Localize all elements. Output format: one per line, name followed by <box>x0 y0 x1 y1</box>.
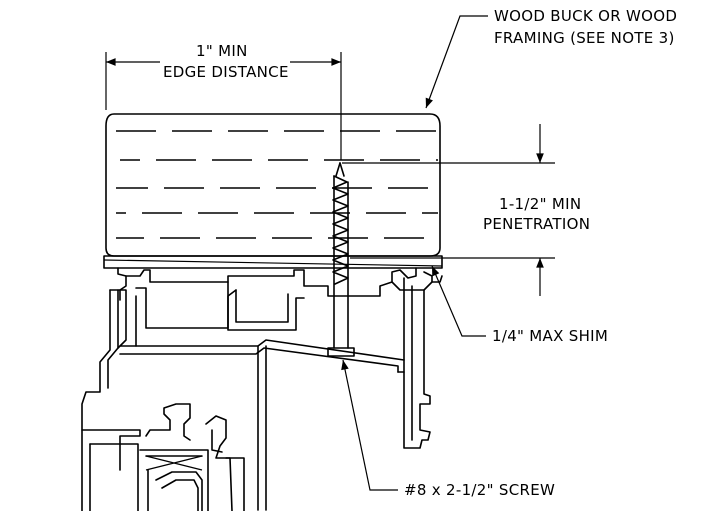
edge-distance-dimension <box>105 52 342 160</box>
wood-buck-leader <box>425 15 488 109</box>
shim-leader <box>431 265 486 337</box>
wood-grain-lines <box>116 130 438 239</box>
screw <box>327 162 355 357</box>
wood-buck <box>105 113 441 257</box>
shim <box>103 255 443 269</box>
penetration-label-line2: PENETRATION <box>483 215 590 233</box>
penetration-dimension <box>342 124 555 296</box>
shim-label: 1/4" MAX SHIM <box>492 327 608 345</box>
screw-label: #8 x 2-1/2" SCREW <box>404 481 555 499</box>
penetration-label-line1: 1-1/2" MIN <box>499 195 581 213</box>
screw-leader <box>341 359 398 491</box>
wood-buck-label-line1: WOOD BUCK OR WOOD <box>494 7 677 25</box>
edge-distance-label-line2: EDGE DISTANCE <box>163 63 289 81</box>
window-frame-profile <box>81 267 443 511</box>
edge-distance-label-line1: 1" MIN <box>196 42 248 60</box>
wood-buck-label-line2: FRAMING (SEE NOTE 3) <box>494 29 675 47</box>
